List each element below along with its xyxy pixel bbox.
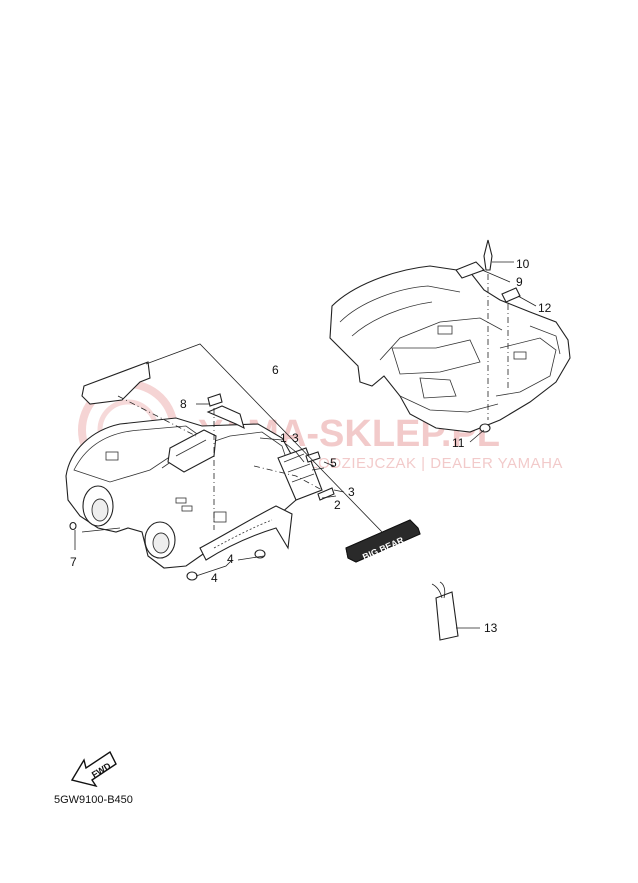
screw-3-b bbox=[317, 487, 335, 501]
nut-4-a bbox=[186, 571, 198, 581]
callout-4-a: 4 bbox=[227, 552, 234, 566]
callout-5: 5 bbox=[330, 456, 337, 470]
callout-7: 7 bbox=[70, 555, 77, 569]
rear-fender-assembly bbox=[329, 265, 571, 433]
callout-9: 9 bbox=[516, 275, 523, 289]
callout-8: 8 bbox=[180, 397, 187, 411]
diagram-code: 5GW9100-B450 bbox=[54, 794, 133, 806]
bolt-10 bbox=[483, 239, 493, 271]
decal-8 bbox=[207, 393, 223, 407]
fender-flare bbox=[199, 505, 293, 561]
front-fender-body bbox=[65, 417, 301, 569]
screw-3-a bbox=[305, 451, 321, 463]
decal-12 bbox=[501, 287, 521, 303]
callout-3-a: 3 bbox=[292, 431, 299, 445]
callout-3-b: 3 bbox=[348, 485, 355, 499]
callout-10: 10 bbox=[516, 257, 530, 271]
callouts: 1 2 3 3 4 4 5 6 7 8 9 10 11 12 13 bbox=[70, 257, 552, 635]
fwd-arrow-icon: FWD bbox=[70, 750, 117, 788]
callout-13: 13 bbox=[484, 621, 498, 635]
plate-assembly-1 bbox=[277, 447, 335, 501]
callout-6: 6 bbox=[272, 363, 279, 377]
grommet-11 bbox=[479, 423, 491, 433]
side-decal-plate: BIG BEAR bbox=[345, 519, 421, 563]
tag-13 bbox=[431, 581, 459, 641]
front-fender-assembly bbox=[65, 361, 301, 569]
callout-11: 11 bbox=[452, 436, 465, 450]
callout-2: 2 bbox=[334, 498, 341, 512]
grommet-7 bbox=[69, 521, 77, 531]
callout-4-b: 4 bbox=[211, 571, 218, 585]
plate-9 bbox=[455, 261, 485, 279]
rear-fender-body bbox=[329, 265, 571, 433]
callout-12: 12 bbox=[538, 301, 552, 315]
leader-lines bbox=[74, 261, 537, 629]
front-flap-plate bbox=[81, 361, 151, 405]
callout-1: 1 bbox=[280, 431, 287, 445]
